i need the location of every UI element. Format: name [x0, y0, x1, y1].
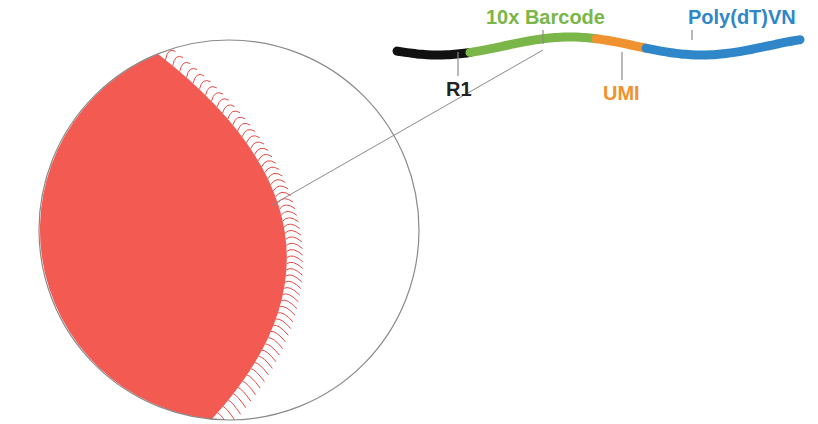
oligo-hair — [255, 148, 269, 155]
bead-core — [40, 54, 287, 419]
oligo-hair — [268, 173, 282, 178]
oligo-hair — [276, 319, 291, 329]
bead-outline — [39, 40, 419, 420]
oligo-hair — [233, 394, 246, 408]
oligo-hair — [283, 218, 299, 222]
strand-segment — [470, 37, 596, 52]
oligo-hair — [165, 50, 175, 60]
oligo-hair — [223, 406, 235, 420]
oligo-hair — [228, 400, 240, 414]
oligo-hair — [258, 154, 272, 160]
oligo-hair — [286, 243, 302, 248]
oligo-hair — [281, 300, 296, 309]
oligo-hair — [186, 68, 197, 77]
tick-line — [691, 30, 692, 40]
tick-line — [457, 52, 458, 76]
oligo-hair — [268, 338, 282, 349]
label-ticks — [458, 30, 692, 80]
oligo-hair — [262, 350, 276, 362]
oligo-hair — [265, 344, 279, 355]
tick-line — [542, 30, 543, 44]
oligo-hair — [173, 56, 183, 65]
strand-segment — [397, 51, 470, 55]
tick-line — [621, 52, 622, 80]
oligo-hair — [286, 237, 302, 242]
oligo-hair — [285, 230, 301, 235]
oligo-hair — [271, 180, 286, 185]
oligo-hair — [286, 269, 302, 276]
segment-label: R1 — [446, 78, 472, 100]
oligo-hair — [287, 262, 303, 268]
leader-line — [272, 50, 543, 205]
oligo-hair — [271, 331, 286, 342]
oligo-hair — [210, 417, 212, 423]
oligo-hair — [280, 306, 295, 315]
oligo-hair — [218, 413, 230, 424]
oligo-hair — [180, 62, 190, 71]
segment-label: Poly(dT)VN — [688, 6, 796, 28]
oligo-hair — [262, 161, 276, 167]
oligo-hair — [265, 167, 279, 173]
strand-segment — [596, 39, 646, 48]
oligo-hairs — [158, 44, 303, 424]
oligo-hair — [278, 313, 293, 322]
oligo-hair — [280, 205, 295, 209]
oligo-hair — [287, 256, 303, 262]
oligo-hair — [281, 211, 297, 215]
oligo-hair — [274, 325, 289, 335]
strand-segment — [646, 40, 800, 55]
oligo-hair — [273, 186, 288, 191]
segment-label: 10x Barcode — [486, 6, 605, 28]
segment-label: UMI — [603, 82, 640, 104]
oligo-hair — [284, 224, 300, 228]
oligo-hair — [287, 250, 303, 256]
oligo-hair — [259, 356, 273, 368]
